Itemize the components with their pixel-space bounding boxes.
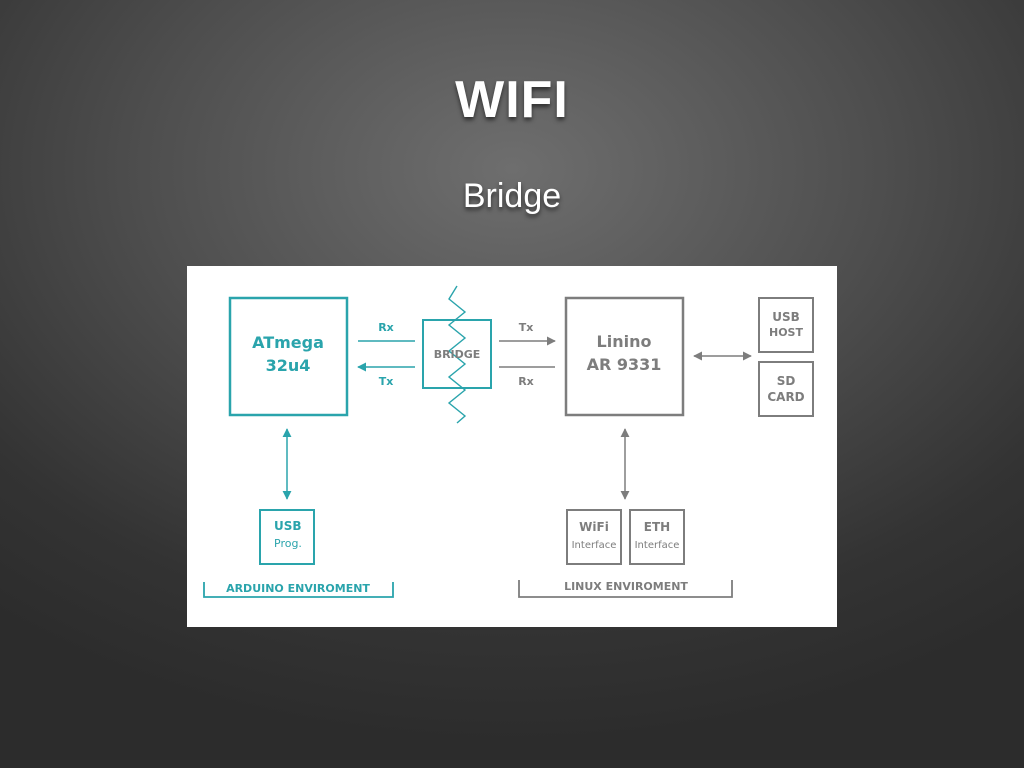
sd-card-label-line1: SD	[777, 374, 796, 388]
linino-box	[564, 296, 685, 417]
eth-label-line2: Interface	[635, 540, 680, 551]
linux-environment-bracket	[518, 580, 733, 598]
usb-host-box	[758, 297, 814, 353]
sd-card-label-line2: CARD	[767, 390, 804, 404]
bridge-diagram-svg: ATmega 32u4 Rx Tx BRIDGE Tx Rx Linino AR…	[203, 285, 814, 598]
wifi-label-line1: WiFi	[579, 520, 609, 534]
slide-subtitle: Bridge	[462, 177, 562, 215]
sd-card-box	[758, 361, 814, 417]
eth-interface-box	[629, 509, 685, 565]
bridge-diagram: ATmega 32u4 Rx Tx BRIDGE Tx Rx Linino AR…	[187, 266, 837, 627]
arrow-rx-left-label: Rx	[378, 321, 394, 334]
atmega-label-line1: ATmega	[252, 333, 324, 352]
usb-host-label-line2: HOST	[769, 326, 803, 339]
bridge-label: BRIDGE	[434, 348, 481, 361]
arrow-tx-right-label: Tx	[519, 321, 534, 334]
atmega-box	[228, 296, 349, 417]
bridge-box	[422, 319, 492, 389]
usb-prog-label-line1: USB	[274, 519, 302, 533]
slide-title: WIFI	[455, 71, 569, 129]
usb-prog-label-line2: Prog.	[274, 537, 302, 550]
usb-host-label-line1: USB	[772, 310, 800, 324]
linino-label-line1: Linino	[597, 332, 652, 351]
arduino-environment-label: ARDUINO ENVIROMENT	[226, 582, 370, 595]
wifi-label-line2: Interface	[572, 540, 617, 551]
atmega-label-line2: 32u4	[266, 356, 311, 375]
wifi-interface-box	[566, 509, 622, 565]
arrow-tx-left-label: Tx	[379, 375, 394, 388]
linino-label-line2: AR 9331	[587, 355, 662, 374]
bridge-zigzag-line	[447, 285, 467, 424]
arduino-environment-bracket	[203, 582, 394, 598]
linux-environment-label: LINUX ENVIROMENT	[564, 580, 688, 593]
arrow-rx-right-label: Rx	[518, 375, 534, 388]
eth-label-line1: ETH	[644, 520, 670, 534]
usb-prog-box	[259, 509, 315, 565]
